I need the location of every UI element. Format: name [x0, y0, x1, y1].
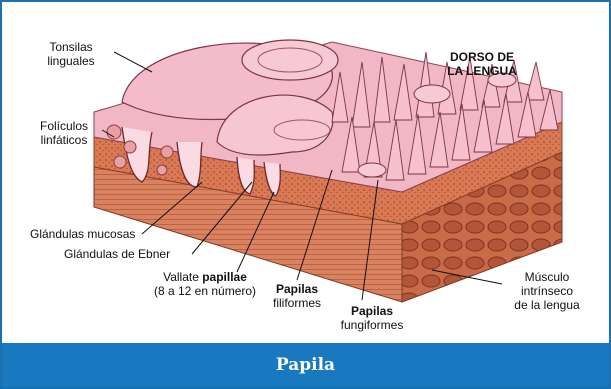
label-line: (8 a 12 en número): [140, 284, 270, 298]
label-line: Tonsilas: [36, 40, 106, 54]
label-vallate-papillae: Vallate papillae (8 a 12 en número): [140, 270, 270, 298]
label-papilas-filiformes: Papilas filiformes: [262, 282, 332, 310]
label-line: intrínseco: [502, 284, 592, 298]
label-line: linguales: [36, 54, 106, 68]
label-part: papillae: [202, 270, 247, 284]
label-dorso-lengua: DORSO DE LA LENGUA: [427, 50, 537, 78]
label-line: Folículos: [26, 119, 102, 133]
label-musculo-intrinseco: Músculo intrínseco de la lengua: [502, 270, 592, 312]
label-glandulas-ebner: Glándulas de Ebner: [64, 247, 170, 261]
tongue-illustration: Tonsilas linguales Folículos linfáticos …: [2, 2, 609, 343]
label-line: de la lengua: [502, 298, 592, 312]
label-line: filiformes: [262, 296, 332, 310]
label-tonsilas-linguales: Tonsilas linguales: [36, 40, 106, 68]
caption-text: Papila: [276, 355, 335, 375]
label-line: Vallate papillae: [140, 270, 270, 284]
label-line: linfáticos: [26, 133, 102, 147]
label-line: fungiformes: [332, 318, 412, 332]
label-part: Vallate: [163, 270, 202, 284]
caption-bar: Papila: [2, 343, 609, 387]
label-glandulas-mucosas: Glándulas mucosas: [30, 227, 135, 241]
label-line: Músculo: [502, 270, 592, 284]
label-foliculos-linfaticos: Folículos linfáticos: [26, 119, 102, 147]
label-papilas-fungiformes: Papilas fungiformes: [332, 304, 412, 332]
label-line: DORSO DE: [427, 50, 537, 64]
label-line: LA LENGUA: [427, 64, 537, 78]
label-part: Papilas: [351, 304, 393, 318]
label-part: Papilas: [276, 282, 318, 296]
